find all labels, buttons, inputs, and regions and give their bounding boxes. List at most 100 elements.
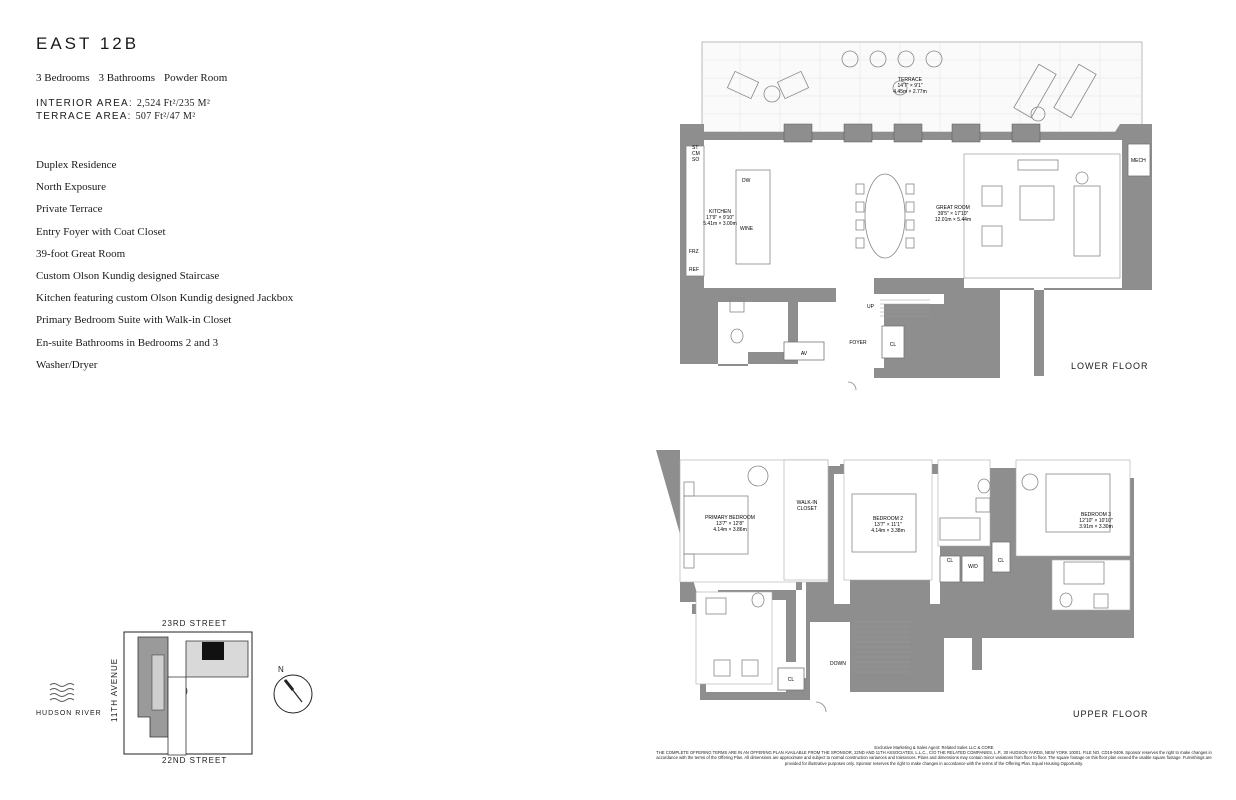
mech-room — [1127, 143, 1151, 177]
walk-in-closet-line1: WALK-IN — [797, 500, 818, 506]
terrace-dim-m: 4.45m × 2.77m — [893, 89, 927, 95]
bedroom-2-dim-ft: 13'7" × 11'1" — [874, 522, 902, 528]
ref-label: REF — [689, 267, 699, 273]
bedroom-2-dim-m: 4.14m × 3.38m — [871, 528, 905, 534]
unit-title: EAST 12B — [36, 34, 140, 53]
bath-3 — [1051, 559, 1131, 611]
bedroom-3-dim-m: 3.91m × 3.30m — [1079, 524, 1113, 530]
feature-item: Kitchen featuring custom Olson Kundig de… — [36, 292, 294, 305]
coat-closet-label: CL — [890, 342, 897, 348]
compass-needle-head — [283, 679, 295, 691]
st-label: ST — [692, 145, 698, 151]
upper-floor-plan: PRIMARY BEDROOM 13'7" × 12'8" 4.14m × 3.… — [656, 450, 1134, 713]
compass-ring — [273, 674, 313, 714]
terrace-furniture — [726, 50, 1097, 122]
up-label: UP — [867, 304, 875, 310]
hall-closet-right — [991, 541, 1011, 573]
great-room-dim-ft: 39'5" × 17'10" — [938, 211, 969, 217]
primary-bedroom-name: PRIMARY BEDROOM — [705, 515, 755, 521]
washer-dryer-label: W/D — [968, 564, 978, 570]
frz-label: FRZ — [689, 249, 699, 255]
powder-room: Powder Room — [164, 72, 228, 84]
feature-item: Private Terrace — [36, 203, 103, 216]
cm-label: CM — [692, 151, 700, 157]
primary-closet — [777, 667, 805, 691]
interior-area-label: INTERIOR AREA: — [36, 98, 133, 109]
walk-in-closet-line2: CLOSET — [797, 506, 817, 512]
bedroom-2-area — [843, 459, 933, 581]
feature-item: Washer/Dryer — [36, 358, 98, 371]
bath-2 — [937, 459, 991, 547]
kitchen-island — [735, 169, 771, 265]
washer-dryer — [961, 555, 985, 583]
bedroom-3-name: BEDROOM 3 — [1081, 512, 1111, 518]
lower-exterior-wall — [680, 124, 836, 366]
west-avenue-label: 11TH AVENUE — [110, 657, 119, 722]
sales-agent-line: Exclusive Marketing & Sales Agent: Relat… — [874, 745, 994, 750]
feature-item: Duplex Residence — [36, 159, 117, 171]
hall-closet-left-label: CL — [947, 558, 954, 564]
terrace-grid — [702, 42, 1142, 132]
offering-terms: THE COMPLETE OFFERING TERMS ARE IN AN OF… — [656, 750, 1212, 766]
feature-item: Primary Bedroom Suite with Walk-in Close… — [36, 314, 232, 327]
interior-area: INTERIOR AREA: 2,524 Ft²/235 M² — [36, 98, 210, 109]
bath-fixtures — [705, 478, 1109, 677]
bathrooms-count: 3 Bathrooms — [98, 72, 156, 84]
feature-item: Entry Foyer with Coat Closet — [36, 225, 166, 238]
lower-floor-plan: TERRACE 14'7" × 9'1" 4.45m × 2.77m ST CM… — [680, 41, 1152, 391]
hall-closet-right-label: CL — [998, 558, 1005, 564]
feature-item: Custom Olson Kundig designed Staircase — [36, 269, 220, 282]
wine-label: WINE — [740, 226, 754, 232]
av-closet — [783, 341, 825, 361]
primary-bedroom-dim-ft: 13'7" × 12'8" — [716, 521, 744, 527]
walk-in-closet — [783, 459, 829, 581]
river-icon — [49, 683, 75, 702]
terrace-area: TERRACE AREA: 507 Ft²/47 M² — [36, 111, 196, 122]
terrace-dim-ft: 14'7" × 9'1" — [897, 83, 922, 89]
bedrooms-count: 3 Bedrooms — [36, 72, 90, 84]
powder-room-fixtures — [729, 297, 745, 344]
kitchen-counter — [685, 145, 705, 277]
terrace-area-label: TERRACE AREA: — [36, 111, 132, 122]
lower-floor-label: LOWER FLOOR — [1071, 361, 1149, 371]
stair-door-arc — [815, 701, 827, 713]
upper-staircase — [854, 621, 910, 673]
interior-area-value: 2,524 Ft²/235 M² — [136, 98, 211, 109]
staircase — [880, 299, 930, 317]
feature-item: 39-foot Great Room — [36, 247, 126, 260]
mech-label: MECH — [1131, 158, 1146, 164]
block-outline — [123, 631, 253, 755]
courtyard — [151, 654, 165, 711]
great-room-name: GREAT ROOM — [936, 205, 970, 211]
compass-north-label: N — [278, 665, 285, 674]
kitchen-dim-m: 5.41m × 3.00m — [703, 221, 737, 227]
great-room-furniture — [981, 159, 1101, 257]
bedroom-2-name: BEDROOM 2 — [873, 516, 903, 522]
legal-disclaimer: Exclusive Marketing & Sales Agent: Relat… — [654, 745, 1214, 766]
kitchen-dim-ft: 17'9" × 9'10" — [706, 215, 734, 221]
structural-columns — [783, 123, 1041, 143]
kitchen-name: KITCHEN — [709, 209, 731, 215]
down-label: DOWN — [830, 661, 846, 667]
primary-bath — [695, 591, 773, 685]
dw-label: DW — [742, 178, 751, 184]
river-label: HUDSON RIVER — [36, 710, 102, 717]
feature-list: Duplex Residence North Exposure Private … — [36, 157, 293, 379]
primary-closet-label: CL — [788, 677, 795, 683]
great-room-dim-m: 12.01m × 5.44m — [935, 217, 971, 223]
av-label: AV — [801, 351, 808, 357]
primary-bedroom-dim-m: 4.14m × 3.86m — [713, 527, 747, 533]
unit-highlight — [202, 642, 224, 660]
south-street-label: 22ND STREET — [162, 756, 228, 765]
room-summary: 3 Bedrooms 3 Bathrooms Powder Room — [36, 72, 227, 84]
terrace-area-value: 507 Ft²/47 M² — [135, 111, 196, 122]
foyer-label: FOYER — [849, 340, 867, 346]
building-south — [167, 676, 187, 756]
so-label: SO — [692, 157, 699, 163]
north-street-label: 23RD STREET — [162, 619, 228, 628]
feature-item: En-suite Bathrooms in Bedrooms 2 and 3 — [36, 336, 219, 349]
bedroom-3-dim-ft: 12'10" × 10'10" — [1079, 518, 1113, 524]
upper-floor-label: UPPER FLOOR — [1073, 709, 1149, 719]
dining-table — [855, 173, 915, 259]
key-map — [49, 631, 313, 756]
